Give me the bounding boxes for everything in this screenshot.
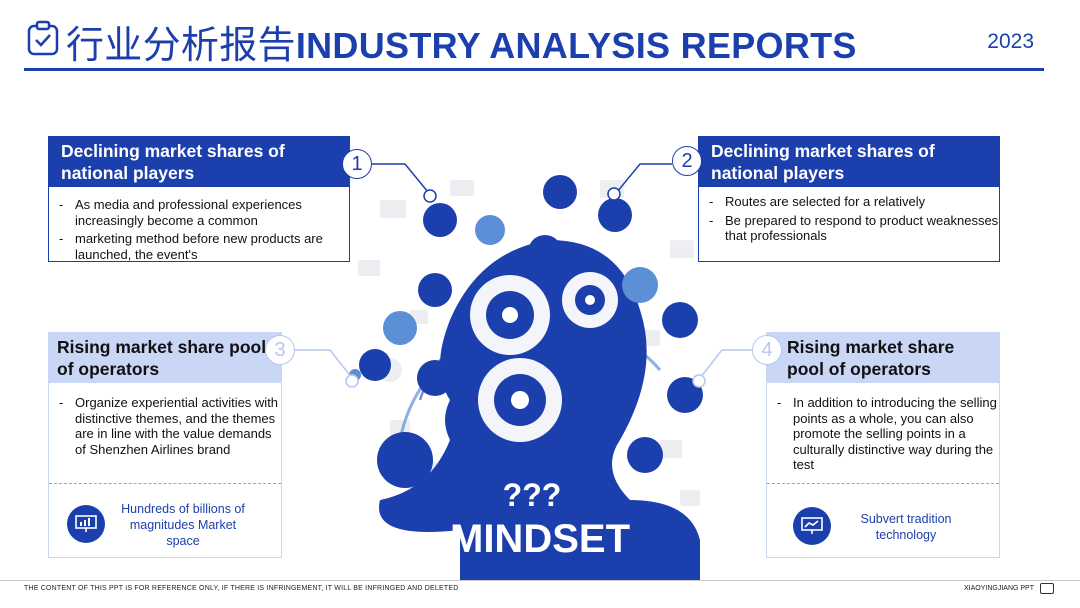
page-title-en: INDUSTRY ANALYSIS REPORTS (295, 25, 857, 66)
footer-brand: XIAOYINGJIANG PPT (963, 585, 1034, 592)
card-2: Declining market shares of national play… (698, 136, 1000, 262)
card-3-stat: Hundreds of billions of magnitudes Marke… (121, 502, 245, 548)
card-2-bullet-1: Routes are selected for a relatively (699, 194, 999, 210)
card-4-title: Rising market share pool of operators (767, 333, 999, 383)
page-title: 行业分析报告INDUSTRY ANALYSIS REPORTS (66, 14, 857, 69)
number-badge-2: 2 (672, 146, 702, 176)
card-4-divider (767, 483, 999, 484)
card-3: Rising market share pool of operators Or… (48, 332, 282, 558)
mindset-head-illustration: MINDSET ??? (349, 175, 703, 580)
card-3-body: Organize experiential activities with di… (49, 395, 281, 460)
card-1-title: Declining market shares of national play… (49, 137, 349, 187)
card-4-bullet-1: In addition to introducing the selling p… (767, 395, 999, 473)
mindset-label: MINDSET (450, 517, 630, 561)
footer-disclaimer: THE CONTENT OF THIS PPT IS FOR REFERENCE… (24, 585, 459, 592)
header: 行业分析报告INDUSTRY ANALYSIS REPORTS 2023 (0, 0, 1080, 72)
card-4: Rising market share pool of operators In… (766, 332, 1000, 558)
question-marks: ??? (503, 477, 562, 513)
chart-presentation-icon (67, 505, 105, 543)
number-badge-1: 1 (342, 149, 372, 179)
number-badge-3: 3 (265, 335, 295, 365)
card-2-title: Declining market shares of national play… (699, 137, 999, 187)
screen-icon (1040, 583, 1054, 594)
card-1-bullet-1: As media and professional experiences in… (49, 197, 349, 228)
card-3-bullet-1: Organize experiential activities with di… (49, 395, 281, 457)
number-badge-4: 4 (752, 335, 782, 365)
card-2-bullet-2: Be prepared to respond to product weakne… (699, 213, 999, 244)
card-1: Declining market shares of national play… (48, 136, 350, 262)
year-label: 2023 (987, 30, 1034, 53)
header-divider (24, 68, 1044, 71)
card-4-stat: Subvert tradition technology (860, 512, 952, 542)
card-4-body: In addition to introducing the selling p… (767, 395, 999, 476)
card-3-divider (49, 483, 281, 484)
clipboard-icon (27, 20, 59, 56)
card-3-title: Rising market share pool of operators (49, 333, 281, 383)
footer-divider (0, 580, 1080, 581)
card-2-body: Routes are selected for a relatively Be … (699, 194, 999, 247)
page-title-cn: 行业分析报告 (66, 23, 296, 67)
card-1-bullet-2: marketing method before new products are… (49, 231, 349, 262)
card-1-body: As media and professional experiences in… (49, 197, 349, 265)
presentation-board-icon (793, 507, 831, 545)
